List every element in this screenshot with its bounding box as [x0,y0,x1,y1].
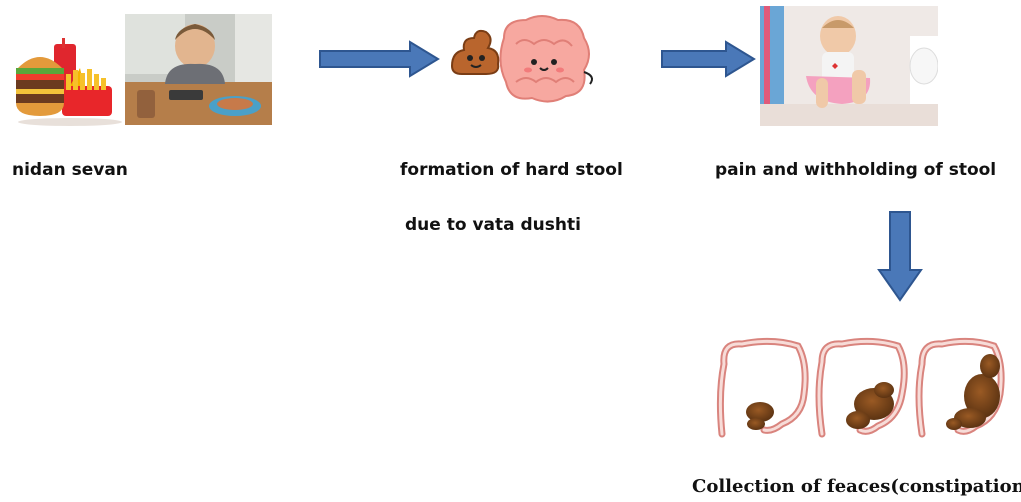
fast-food-image [10,38,128,126]
nidan-sevan-label: nidan sevan [12,160,128,180]
right-arrow-1 [318,40,440,78]
hard-stool-label: formation of hard stool [400,160,623,180]
intestine-cartoon-image [446,8,604,112]
collection-feces-label: Collection of feaces(constipation) [692,476,1021,497]
colon-constipation-illustration [712,324,1012,444]
boy-eating-photo [125,14,272,125]
toddler-potty-photo [760,6,938,126]
vata-dushti-label: due to vata dushti [405,215,581,235]
pain-withholding-label: pain and withholding of stool [715,160,996,180]
down-arrow [877,210,923,302]
right-arrow-2 [660,40,756,78]
